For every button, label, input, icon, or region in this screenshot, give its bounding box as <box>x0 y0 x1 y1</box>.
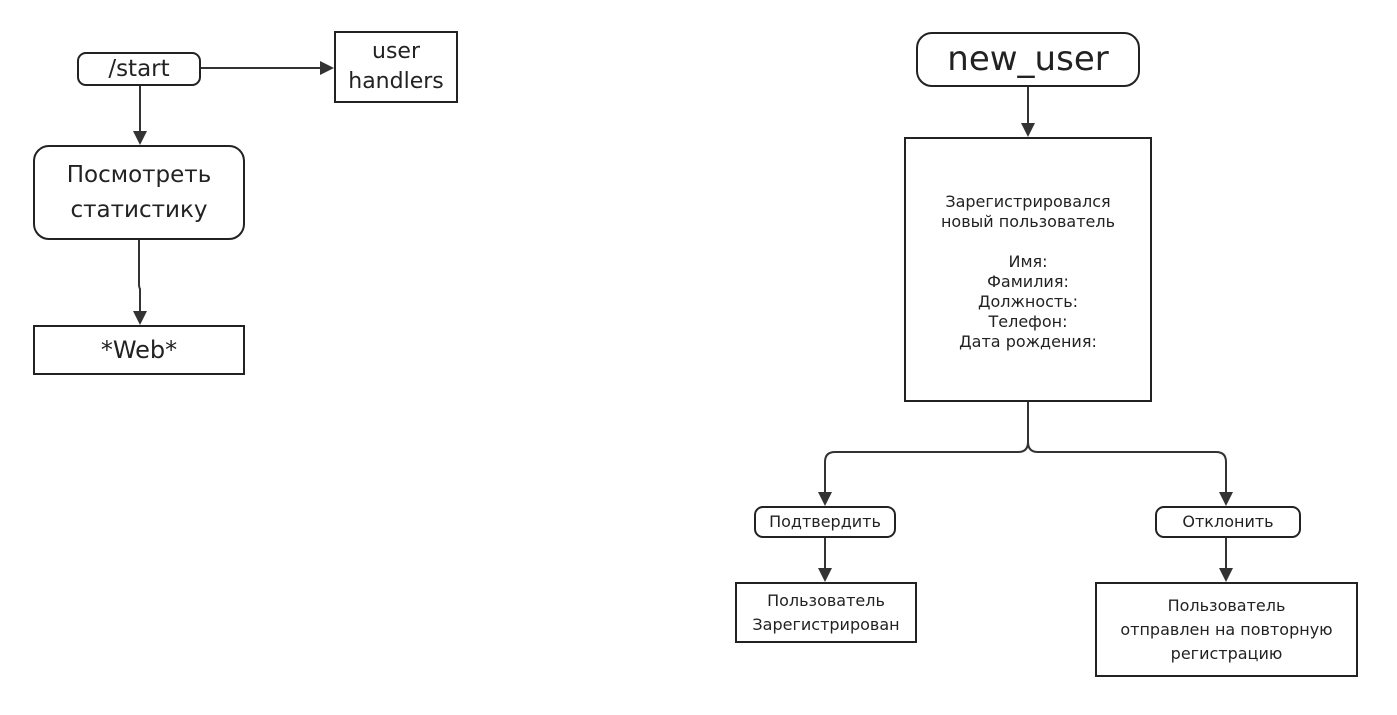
new-user-node[interactable]: new_user <box>916 32 1140 87</box>
arrowhead-stats <box>133 131 147 145</box>
arrowhead-registered <box>818 568 832 582</box>
arrowhead-handlers <box>320 61 334 75</box>
reject-button-node[interactable]: Отклонить <box>1155 506 1301 538</box>
registration-notice-node[interactable]: Зарегистрировался новый пользователь Имя… <box>904 137 1152 402</box>
user-handlers-node[interactable]: user handlers <box>334 31 458 103</box>
arrowhead-retry <box>1219 568 1233 582</box>
web-node[interactable]: *Web* <box>33 325 245 375</box>
arrowhead-reject <box>1219 492 1233 506</box>
arrowhead-web <box>133 311 147 325</box>
view-stats-node[interactable]: Посмотреть статистику <box>33 145 245 240</box>
arrow-stats-to-web <box>138 240 141 313</box>
confirm-button-node[interactable]: Подтвердить <box>754 506 896 538</box>
user-registered-node[interactable]: Пользователь Зарегистрирован <box>735 582 917 643</box>
arrow-notice-to-reject <box>1027 441 1227 494</box>
arrowhead-confirm <box>818 492 832 506</box>
start-command-node[interactable]: /start <box>77 52 201 86</box>
arrow-notice-split <box>824 402 1029 494</box>
user-sent-back-node[interactable]: Пользователь отправлен на повторную реги… <box>1095 582 1358 677</box>
arrowhead-notice <box>1021 123 1035 137</box>
